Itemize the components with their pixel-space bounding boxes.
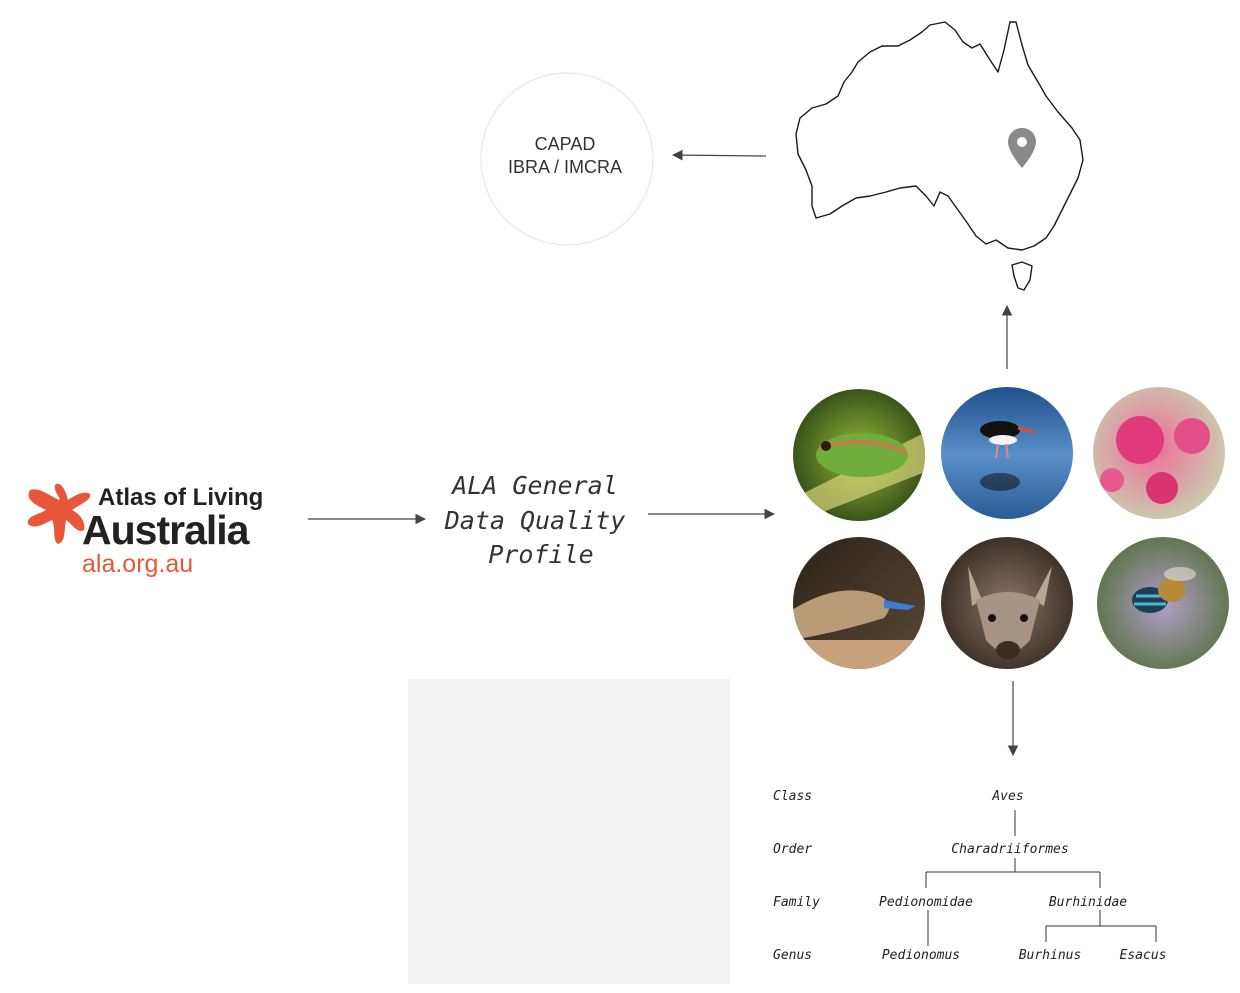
regions-node: CAPAD IBRA / IMCRA — [480, 72, 654, 246]
placeholder-panel — [408, 679, 730, 984]
rank-family: Family — [773, 895, 820, 910]
profile-line3: Profile — [488, 540, 593, 569]
ala-logo[interactable]: Atlas of Living Australia ala.org.au — [27, 483, 264, 578]
regions-circle — [480, 72, 654, 246]
taxon-order: Charadriiformes — [951, 842, 1068, 857]
ala-logo-icon — [27, 483, 91, 544]
rank-labels: Class Order Family Genus — [773, 789, 820, 963]
rank-genus: Genus — [773, 948, 812, 963]
profile-line2: Data Quality — [444, 506, 626, 535]
arrow-map-to-regions — [671, 149, 767, 161]
taxon-genus-burhinus: Burhinus — [1019, 948, 1082, 963]
australia-map — [795, 21, 1084, 291]
taxon-class: Aves — [991, 789, 1023, 804]
oystercatcher-photo — [941, 387, 1073, 519]
taxon-genus-pedionomus: Pedionomus — [882, 948, 960, 963]
taxon-family-burhinidae: Burhinidae — [1049, 895, 1127, 910]
pink-blossom-photo — [1093, 387, 1225, 519]
regions-line1: CAPAD — [535, 134, 596, 154]
taxon-genus-esacus: Esacus — [1120, 948, 1167, 963]
frog-photo — [793, 389, 925, 521]
data-quality-profile-label: ALA General Data Quality Profile — [444, 471, 626, 569]
logo-line1: Atlas of Living — [98, 484, 263, 511]
blue-banded-bee-photo — [1097, 537, 1229, 669]
blue-tongue-lizard-photo — [793, 537, 925, 669]
rank-class: Class — [773, 789, 812, 804]
rank-order: Order — [773, 842, 812, 857]
tree-connectors — [925, 810, 1157, 946]
taxon-family-pedionomidae: Pedionomidae — [879, 895, 973, 910]
kangaroo-photo — [941, 537, 1073, 669]
logo-line2: Australia — [82, 507, 251, 553]
map-pin-icon — [1008, 128, 1036, 168]
regions-line2: IBRA / IMCRA — [508, 157, 622, 177]
logo-url: ala.org.au — [82, 550, 193, 578]
taxonomy-tree: Class Order Family Genus Aves Charadriif… — [773, 789, 1166, 963]
profile-line1: ALA General — [450, 471, 618, 500]
